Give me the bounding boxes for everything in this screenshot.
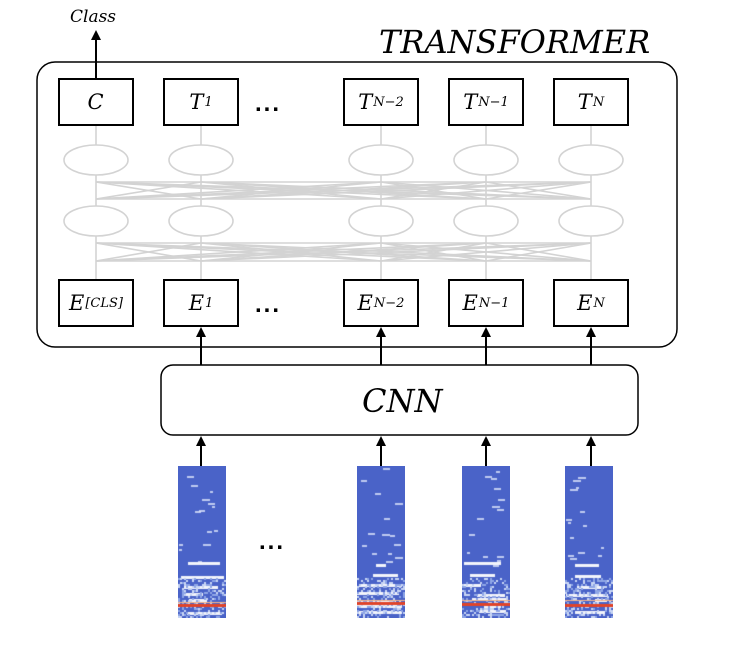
attention-line <box>95 181 202 200</box>
cnn-label: CNN <box>362 382 443 420</box>
embedding-ellipsis: ... <box>255 291 282 318</box>
token-subscript: N−1 <box>478 94 509 110</box>
attention-line <box>485 181 592 200</box>
attention-line <box>485 242 592 262</box>
spectrogram-ellipsis: ... <box>259 528 286 555</box>
token-symbol: E <box>462 291 478 315</box>
attention-line <box>380 181 487 200</box>
cnn-to-embedding-arrow <box>196 327 206 365</box>
spectrogram-image <box>565 466 613 618</box>
attention-line <box>95 242 202 262</box>
token-symbol: E <box>357 291 373 315</box>
attention-line <box>95 242 382 262</box>
token-symbol: E <box>69 291 85 315</box>
token-subscript: [CLS] <box>85 295 123 311</box>
attention-node <box>168 205 234 237</box>
token-subscript: N−2 <box>373 94 404 110</box>
output-token-cls: C <box>58 78 134 126</box>
attention-node <box>453 205 519 237</box>
attention-node <box>348 205 414 237</box>
cnn-box <box>160 364 639 436</box>
spectrogram-frame-1 <box>178 466 226 618</box>
spectrogram-to-cnn-arrow <box>586 436 596 466</box>
spectrogram-image <box>357 466 405 618</box>
output-ellipsis: ... <box>255 90 282 117</box>
spectrogram-frame-n-minus-1 <box>462 466 510 618</box>
token-subscript: 1 <box>205 295 214 311</box>
output-class-label: Class <box>70 7 117 27</box>
attention-line <box>380 181 592 200</box>
cnn-to-embedding-arrow <box>376 327 386 365</box>
attention-node <box>558 205 624 237</box>
spectrogram-image <box>178 466 226 618</box>
attention-node <box>168 144 234 176</box>
token-symbol: T <box>577 90 592 114</box>
spectrogram-to-cnn-arrow <box>196 436 206 466</box>
cnn-to-embedding-arrow <box>481 327 491 365</box>
token-subscript: N−2 <box>373 295 405 311</box>
token-symbol: E <box>188 291 205 315</box>
class-output-arrow <box>91 30 101 78</box>
token-subscript: N <box>593 295 605 311</box>
attention-connections <box>95 126 592 279</box>
token-symbol: E <box>577 291 593 315</box>
token-symbol: T <box>189 90 204 114</box>
token-symbol: C <box>87 90 104 114</box>
spectrogram-image <box>462 466 510 618</box>
transformer-label: TRANSFORMER <box>379 23 651 61</box>
spectrogram-frame-n-minus-2 <box>357 466 405 618</box>
attention-node <box>63 144 129 176</box>
token-symbol: T <box>358 90 373 114</box>
attention-node <box>453 144 519 176</box>
spectrogram-to-cnn-arrow <box>376 436 386 466</box>
spectrogram-frame-n <box>565 466 613 618</box>
attention-node <box>348 144 414 176</box>
attention-nodes <box>63 144 624 237</box>
spectrogram-to-cnn-arrow <box>481 436 491 466</box>
attention-node <box>63 205 129 237</box>
embedding-cls: E[CLS] <box>58 279 134 327</box>
token-symbol: T <box>463 90 478 114</box>
arrows <box>91 30 596 466</box>
attention-line <box>380 242 487 262</box>
attention-line <box>200 181 592 200</box>
attention-node <box>558 144 624 176</box>
attention-line <box>380 242 592 262</box>
attention-line <box>200 242 592 262</box>
transformer-box <box>36 61 678 348</box>
cnn-to-embedding-arrow <box>586 327 596 365</box>
token-subscript: 1 <box>204 94 213 110</box>
token-subscript: N−1 <box>478 295 510 311</box>
attention-line <box>95 242 592 262</box>
token-subscript: N <box>592 94 605 110</box>
